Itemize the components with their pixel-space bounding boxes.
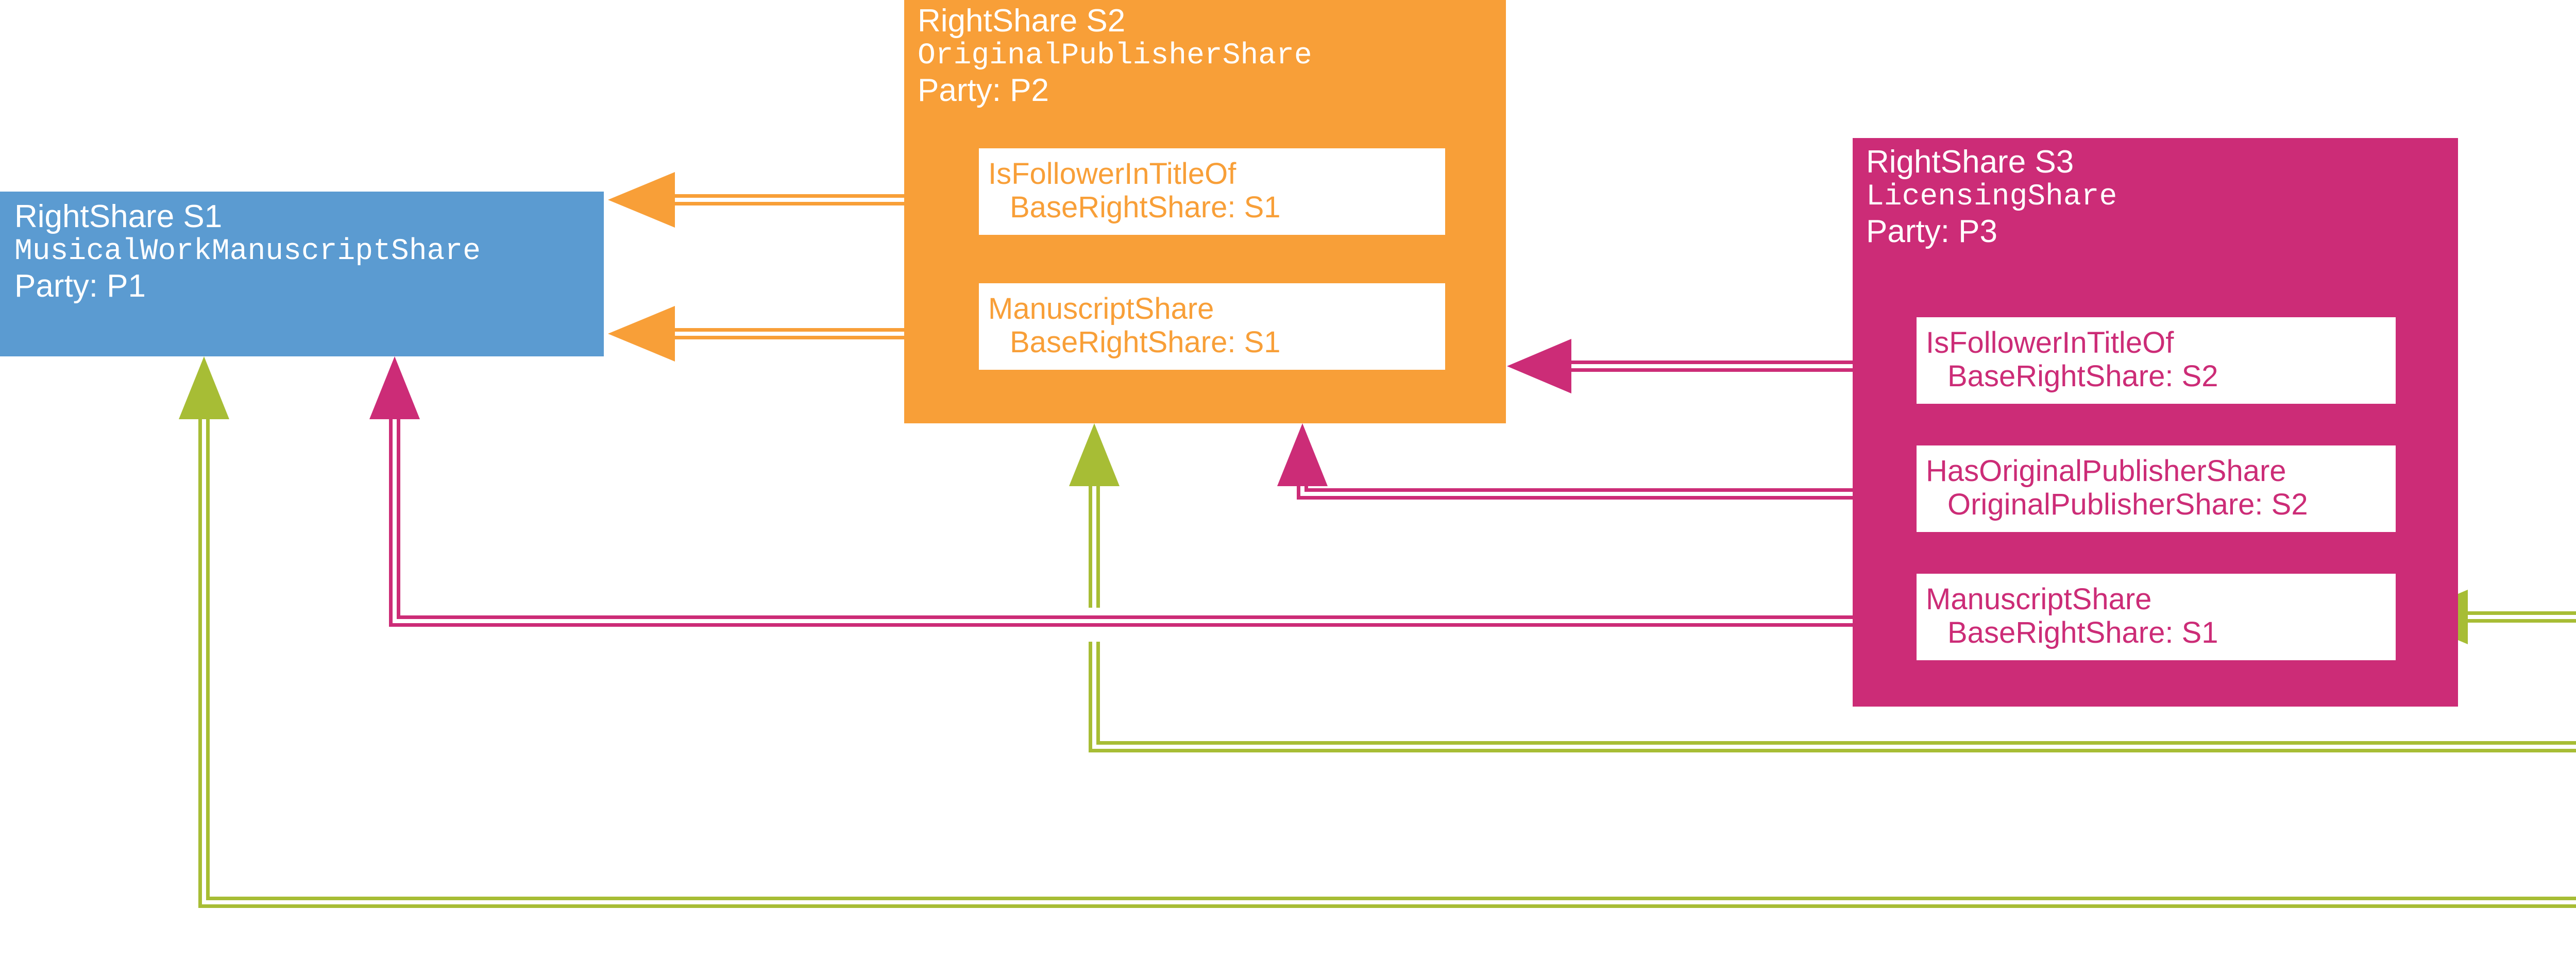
- node-s1-title: RightShare S1: [14, 199, 223, 234]
- node-s2-property-isfollowerintitleof[interactable]: IsFollowerInTitleOf BaseRightShare: S1: [979, 148, 1445, 235]
- property-value: BaseRightShare: S1: [1947, 615, 2218, 649]
- property-name: IsFollowerInTitleOf: [1926, 326, 2174, 359]
- node-s2-title: RightShare S2: [918, 3, 1126, 39]
- node-s2-party: Party: P2: [918, 73, 1049, 109]
- property-name: ManuscriptShare: [988, 292, 1214, 325]
- node-s3-property-hasoriginalpublishershare[interactable]: HasOriginalPublisherShare OriginalPublis…: [1917, 445, 2396, 532]
- property-value: OriginalPublisherShare: S2: [1947, 487, 2308, 521]
- node-s1-type: MusicalWorkManuscriptShare: [14, 234, 481, 268]
- node-s3-party: Party: P3: [1866, 214, 1997, 250]
- node-s3-type: LicensingShare: [1866, 180, 2117, 214]
- node-s3-title: RightShare S3: [1866, 144, 2074, 180]
- node-s1[interactable]: RightShare S1 MusicalWorkManuscriptShare…: [0, 192, 604, 356]
- edge-s3-hasoriginalpublishershare-to-s2: [1277, 423, 1917, 500]
- node-s2-type: OriginalPublisherShare: [918, 39, 1312, 73]
- node-s1-party: Party: P1: [14, 268, 146, 304]
- node-s3-property-manuscriptshare[interactable]: ManuscriptShare BaseRightShare: S1: [1917, 574, 2396, 660]
- property-name: IsFollowerInTitleOf: [988, 157, 1236, 191]
- node-s3[interactable]: RightShare S3 LicensingShare Party: P3 I…: [1853, 138, 2458, 707]
- node-s2[interactable]: RightShare S2 OriginalPublisherShare Par…: [904, 0, 1506, 423]
- property-value: BaseRightShare: S1: [1010, 325, 1281, 359]
- property-value: BaseRightShare: S1: [1010, 190, 1281, 224]
- node-s3-property-isfollowerintitleof[interactable]: IsFollowerInTitleOf BaseRightShare: S2: [1917, 317, 2396, 404]
- node-s2-property-manuscriptshare[interactable]: ManuscriptShare BaseRightShare: S1: [979, 283, 1445, 370]
- property-value: BaseRightShare: S2: [1947, 359, 2218, 393]
- property-name: HasOriginalPublisherShare: [1926, 454, 2286, 488]
- property-name: ManuscriptShare: [1926, 582, 2152, 616]
